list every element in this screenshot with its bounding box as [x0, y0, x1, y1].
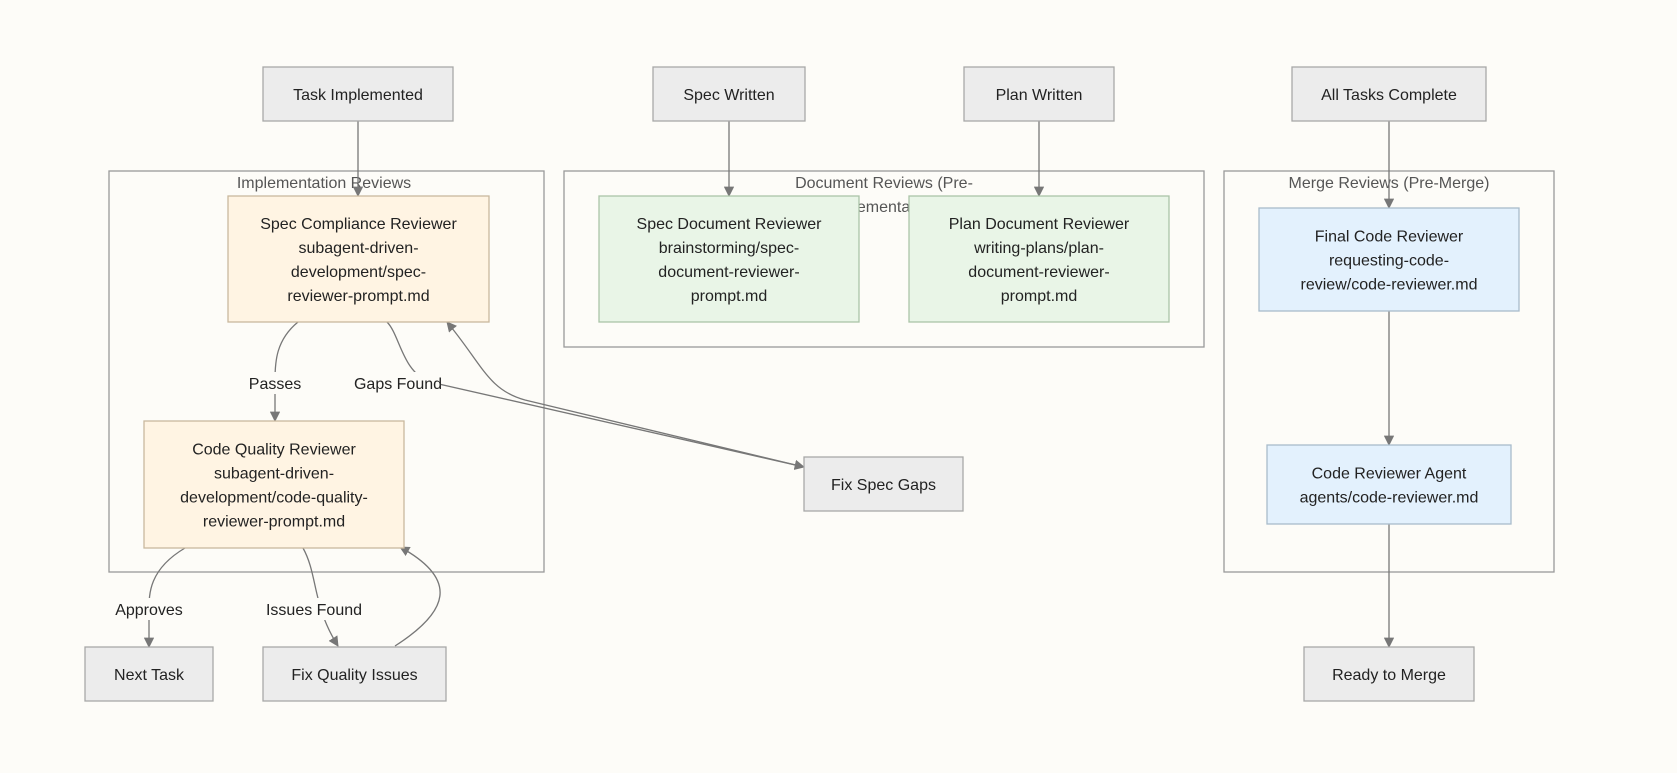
edge-label-issues-found: Issues Found [266, 598, 362, 620]
node-path-line: writing-plans/plan- [973, 240, 1104, 257]
node-box [1258, 207, 1520, 312]
node-task-implemented[interactable]: Task Implemented [262, 66, 454, 122]
node-fix-spec-gaps[interactable]: Fix Spec Gaps [803, 456, 964, 512]
node-all-tasks-complete[interactable]: All Tasks Complete [1291, 66, 1487, 122]
node-final-code-reviewer[interactable]: Final Code Reviewer requesting-code-revie… [1258, 207, 1520, 312]
node-box [652, 66, 806, 122]
node-code-reviewer-agent[interactable]: Code Reviewer Agent agents/code-reviewer.… [1266, 444, 1512, 525]
node-title: Plan Written [996, 87, 1083, 104]
node-box [262, 646, 447, 702]
node-title: Fix Quality Issues [291, 667, 417, 684]
edge-label-bg [266, 598, 362, 620]
node-box [963, 66, 1115, 122]
node-fix-quality-issues[interactable]: Fix Quality Issues [262, 646, 447, 702]
node-code-quality-reviewer[interactable]: Code Quality Reviewer subagent-driven-dev… [143, 420, 405, 549]
edge-quality-issues-found [302, 547, 339, 647]
node-path-line: prompt.md [1001, 288, 1077, 305]
node-title: All Tasks Complete [1321, 87, 1457, 104]
node-plan-document-reviewer[interactable]: Plan Document Reviewer writing-plans/plan… [908, 195, 1170, 323]
edge-label-bg [248, 372, 302, 394]
node-title: Ready to Merge [1332, 667, 1446, 684]
node-box [1291, 66, 1487, 122]
edge-label-text: Gaps Found [354, 376, 442, 393]
node-box [262, 66, 454, 122]
node-title: Final Code Reviewer [1315, 229, 1464, 246]
edge-fix-issues-back [394, 546, 441, 647]
node-box [143, 420, 405, 549]
edge-fix-gaps-back [446, 321, 805, 468]
node-path-line: review/code-reviewer.md [1301, 277, 1478, 294]
edge-label-text: Issues Found [266, 602, 362, 619]
node-path-line: brainstorming/spec- [659, 240, 800, 257]
node-path-line: reviewer-prompt.md [203, 514, 345, 531]
node-next-task[interactable]: Next Task [84, 646, 214, 702]
edge-label-bg [114, 598, 184, 620]
node-box [1303, 646, 1475, 702]
node-path-line: development/spec- [291, 264, 426, 281]
node-title: Fix Spec Gaps [831, 477, 936, 494]
node-path-line: reviewer-prompt.md [287, 288, 429, 305]
node-path-line: development/code-quality- [180, 490, 368, 507]
edge-label-gaps-found: Gaps Found [354, 372, 442, 394]
node-title: Spec Compliance Reviewer [260, 216, 457, 233]
node-box [598, 195, 860, 323]
node-path-line: document-reviewer- [658, 264, 799, 281]
edge-label-bg [355, 372, 441, 394]
node-box [908, 195, 1170, 323]
node-path-line: agents/code-reviewer.md [1300, 490, 1479, 507]
node-title: Plan Document Reviewer [949, 216, 1130, 233]
node-box [227, 195, 490, 323]
node-box [803, 456, 964, 512]
node-title: Spec Written [683, 87, 774, 104]
node-path-line: subagent-driven- [298, 240, 418, 257]
node-spec-written[interactable]: Spec Written [652, 66, 806, 122]
node-path-line: document-reviewer- [968, 264, 1109, 281]
edge-label-text: Approves [115, 602, 183, 619]
node-plan-written[interactable]: Plan Written [963, 66, 1115, 122]
node-title: Code Quality Reviewer [192, 442, 356, 459]
node-box [84, 646, 214, 702]
node-spec-compliance-reviewer[interactable]: Spec Compliance Reviewer subagent-driven-… [227, 195, 490, 323]
node-title: Code Reviewer Agent [1312, 466, 1467, 483]
edge-labels: Passes Gaps Found Approves Issues Found [114, 372, 442, 620]
node-title: Spec Document Reviewer [637, 216, 823, 233]
node-path-line: requesting-code- [1329, 253, 1449, 270]
node-ready-to-merge[interactable]: Ready to Merge [1303, 646, 1475, 702]
nodes: Task Implemented Spec Written Plan Writt… [84, 66, 1520, 702]
node-spec-document-reviewer[interactable]: Spec Document Reviewer brainstorming/spec… [598, 195, 860, 323]
node-path-line: subagent-driven- [214, 466, 334, 483]
edge-label-passes: Passes [248, 372, 302, 394]
edge-label-text: Passes [249, 376, 301, 393]
node-box [1266, 444, 1512, 525]
subgraph-title: Implementation Reviews [237, 175, 411, 192]
node-path-line: prompt.md [691, 288, 767, 305]
node-title: Next Task [114, 667, 185, 684]
edge-label-approves: Approves [114, 598, 184, 620]
node-title: Task Implemented [293, 87, 423, 104]
subgraph-title-line-1: Document Reviews (Pre- [795, 175, 973, 192]
